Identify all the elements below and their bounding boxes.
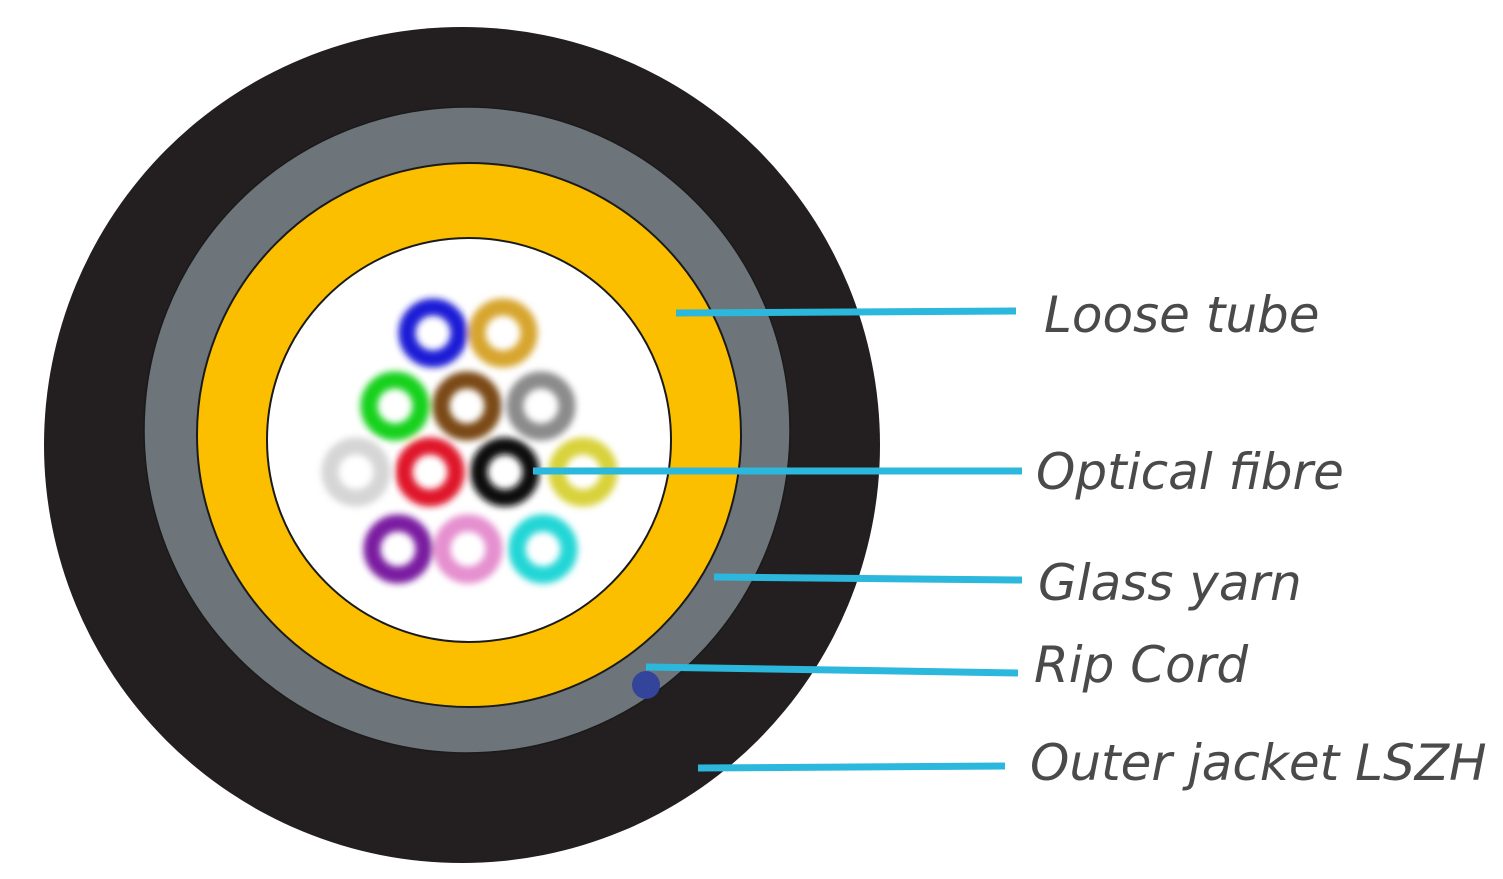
fibre-orange [468,298,538,368]
loose-tube-leader-line [675,307,1017,317]
fibre-green [360,371,430,441]
loose-tube-label: Loose tube [1044,286,1320,344]
fibre-black [470,437,540,507]
fibre-white [321,437,391,507]
fibre-grey [506,371,576,441]
optical-fibre-label: Optical fibre [1036,443,1344,501]
fibre-pink [433,514,503,584]
outer-jacket-label: Outer jacket LSZH [1030,734,1487,792]
fibre-violet [363,514,433,584]
outer-jacket-leader-line [697,762,1006,772]
glass-yarn-label: Glass yarn [1038,554,1302,612]
glass-yarn-leader-line [713,573,1023,584]
fibre-blue [398,298,468,368]
rip-cord-leader-line [645,663,1019,677]
fibre-red [395,437,465,507]
rip-cord-label: Rip Cord [1034,636,1248,694]
rip-cord [632,671,660,699]
fibre-aqua [508,514,578,584]
fibre-brown [432,371,502,441]
